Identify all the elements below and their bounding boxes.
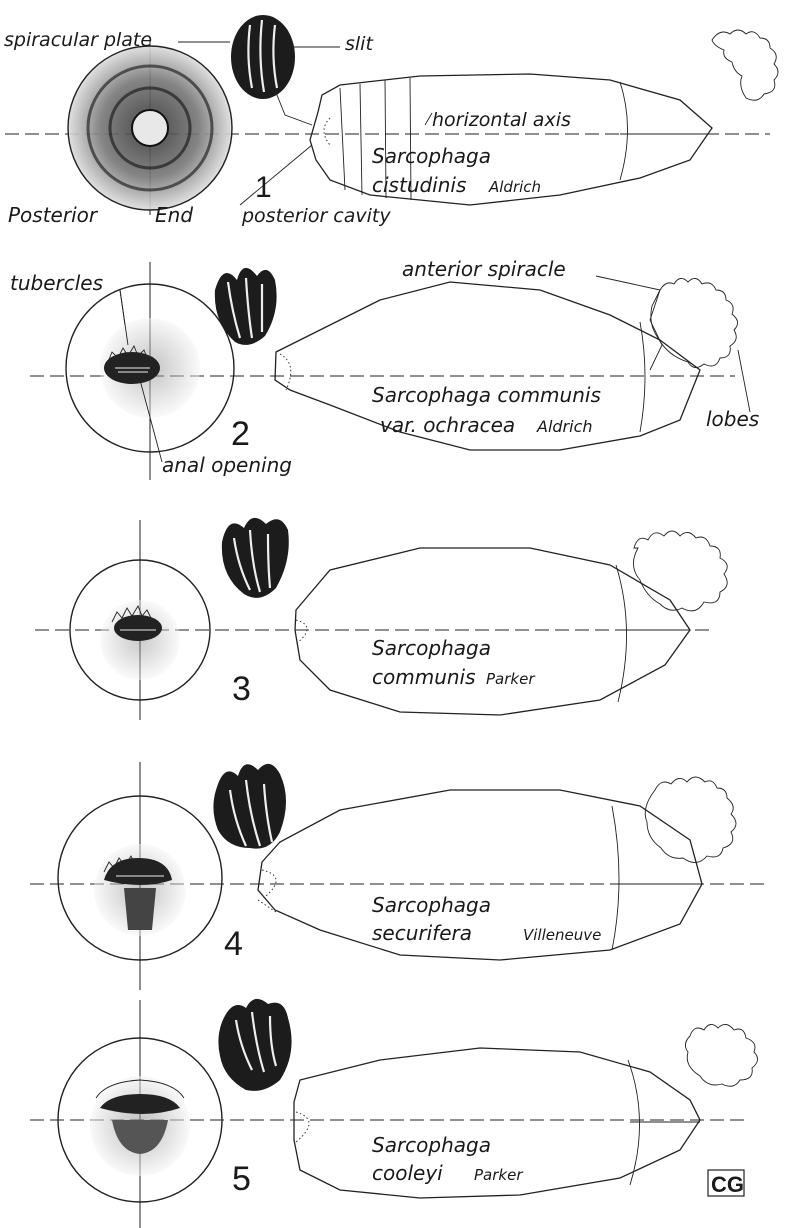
species-genus-5: Sarcophaga [372,1133,491,1157]
species-name-5: cooleyi [372,1161,443,1185]
figure-number-4: 4 [224,925,243,963]
species-author-3: Parker [486,670,535,688]
larva-body-3 [295,548,690,715]
species-author-1: Aldrich [488,178,541,196]
leader-anterior-spiracle [596,276,660,290]
anterior-spiracle-3 [633,531,727,611]
figure-1: spiracular plate slit horizontal axis po… [4,15,778,227]
species-genus-2: Sarcophaga communis [372,383,601,407]
anterior-spiracle-4 [645,777,736,863]
label-posterior-cavity: posterior cavity [241,205,391,227]
species-author-4: Villeneuve [523,926,601,944]
label-anal-opening: anal opening [162,453,292,477]
species-genus-1: Sarcophaga [372,144,491,168]
figure-2: tubercles anal opening anterior spiracle… [10,257,759,480]
spiracular-plate-2 [215,268,277,345]
figure-3: 3 Sarcophaga communis Parker [35,518,727,720]
label-end: End [155,203,193,227]
label-slit: slit [345,33,374,55]
leader-lobes [738,350,750,412]
spiracular-plate-3 [222,518,289,598]
leader-posterior-cavity [240,145,312,205]
label-horizontal-axis: horizontal axis [432,109,571,131]
species-name-2: var. ochracea [380,413,515,437]
anterior-spiracle-5 [685,1024,757,1086]
species-genus-3: Sarcophaga [372,636,491,660]
figure-number-1: 1 [255,171,272,204]
larva-body-4 [258,790,702,960]
spiracular-plate-5 [218,999,291,1091]
species-genus-4: Sarcophaga [372,893,491,917]
label-spiracular-plate: spiracular plate [4,29,152,51]
figure-number-5: 5 [232,1160,251,1198]
species-name-1: cistudinis [372,173,466,197]
leader-horizontal-axis [425,113,432,125]
figure-5: 5 Sarcophaga cooleyi Parker [30,999,758,1228]
species-author-5: Parker [474,1166,523,1184]
species-name-3: communis [372,665,476,689]
leader-plate-to-body [275,90,312,125]
label-lobes: lobes [706,407,759,431]
figure-number-3: 3 [232,670,251,708]
label-tubercles: tubercles [10,271,103,295]
label-posterior: Posterior [8,203,99,227]
spiracular-plate-4 [213,764,286,849]
monogram-text: CG [711,1172,744,1197]
posterior-end-view-1 [68,46,232,210]
spiracular-plate-1 [231,15,295,99]
artist-monogram: CG [708,1170,744,1197]
anterior-spiracle-2 [650,278,738,370]
figure-4: 4 Sarcophaga securifera Villeneuve [30,762,765,990]
label-anterior-spiracle: anterior spiracle [402,257,566,281]
figure-number-2: 2 [231,415,250,453]
anterior-spiracle-1 [712,30,778,100]
species-name-4: securifera [372,921,472,945]
species-author-2: Aldrich [536,417,593,436]
